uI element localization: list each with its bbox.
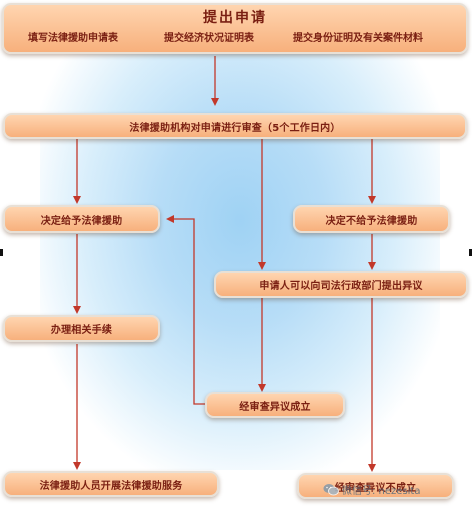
deny-aid-box: 决定不给予法律援助 (293, 205, 450, 233)
apply-item-identity: 提交身份证明及有关案件材料 (293, 33, 423, 44)
apply-box: 提出申请 填写法律援助申请表 提交经济状况证明表 提交身份证明及有关案件材料 (2, 3, 468, 54)
wechat-icon (323, 484, 339, 496)
arrow-upheld-to-grant (166, 215, 205, 405)
apply-item-form: 填写法律援助申请表 (28, 33, 118, 44)
right-edge-mark (469, 249, 472, 256)
watermark-text: 微信号: nezesita (342, 486, 421, 497)
objection-rejected-box: 经审查异议不成立 (297, 473, 454, 499)
objection-box: 申请人可以向司法行政部门提出异议 (214, 271, 468, 298)
apply-title: 提出申请 (203, 10, 267, 26)
apply-item-economic: 提交经济状况证明表 (164, 33, 254, 44)
grant-aid-box: 决定给予法律援助 (3, 205, 160, 233)
provide-service-box: 法律援助人员开展法律援助服务 (3, 471, 219, 497)
objection-upheld-box: 经审查异议成立 (205, 392, 345, 418)
left-edge-mark (0, 249, 3, 256)
watermark: 微信号: nezesita (323, 482, 420, 497)
procedures-box: 办理相关手续 (3, 315, 160, 342)
review-box: 法律援助机构对申请进行审查（5个工作日内） (3, 113, 467, 139)
